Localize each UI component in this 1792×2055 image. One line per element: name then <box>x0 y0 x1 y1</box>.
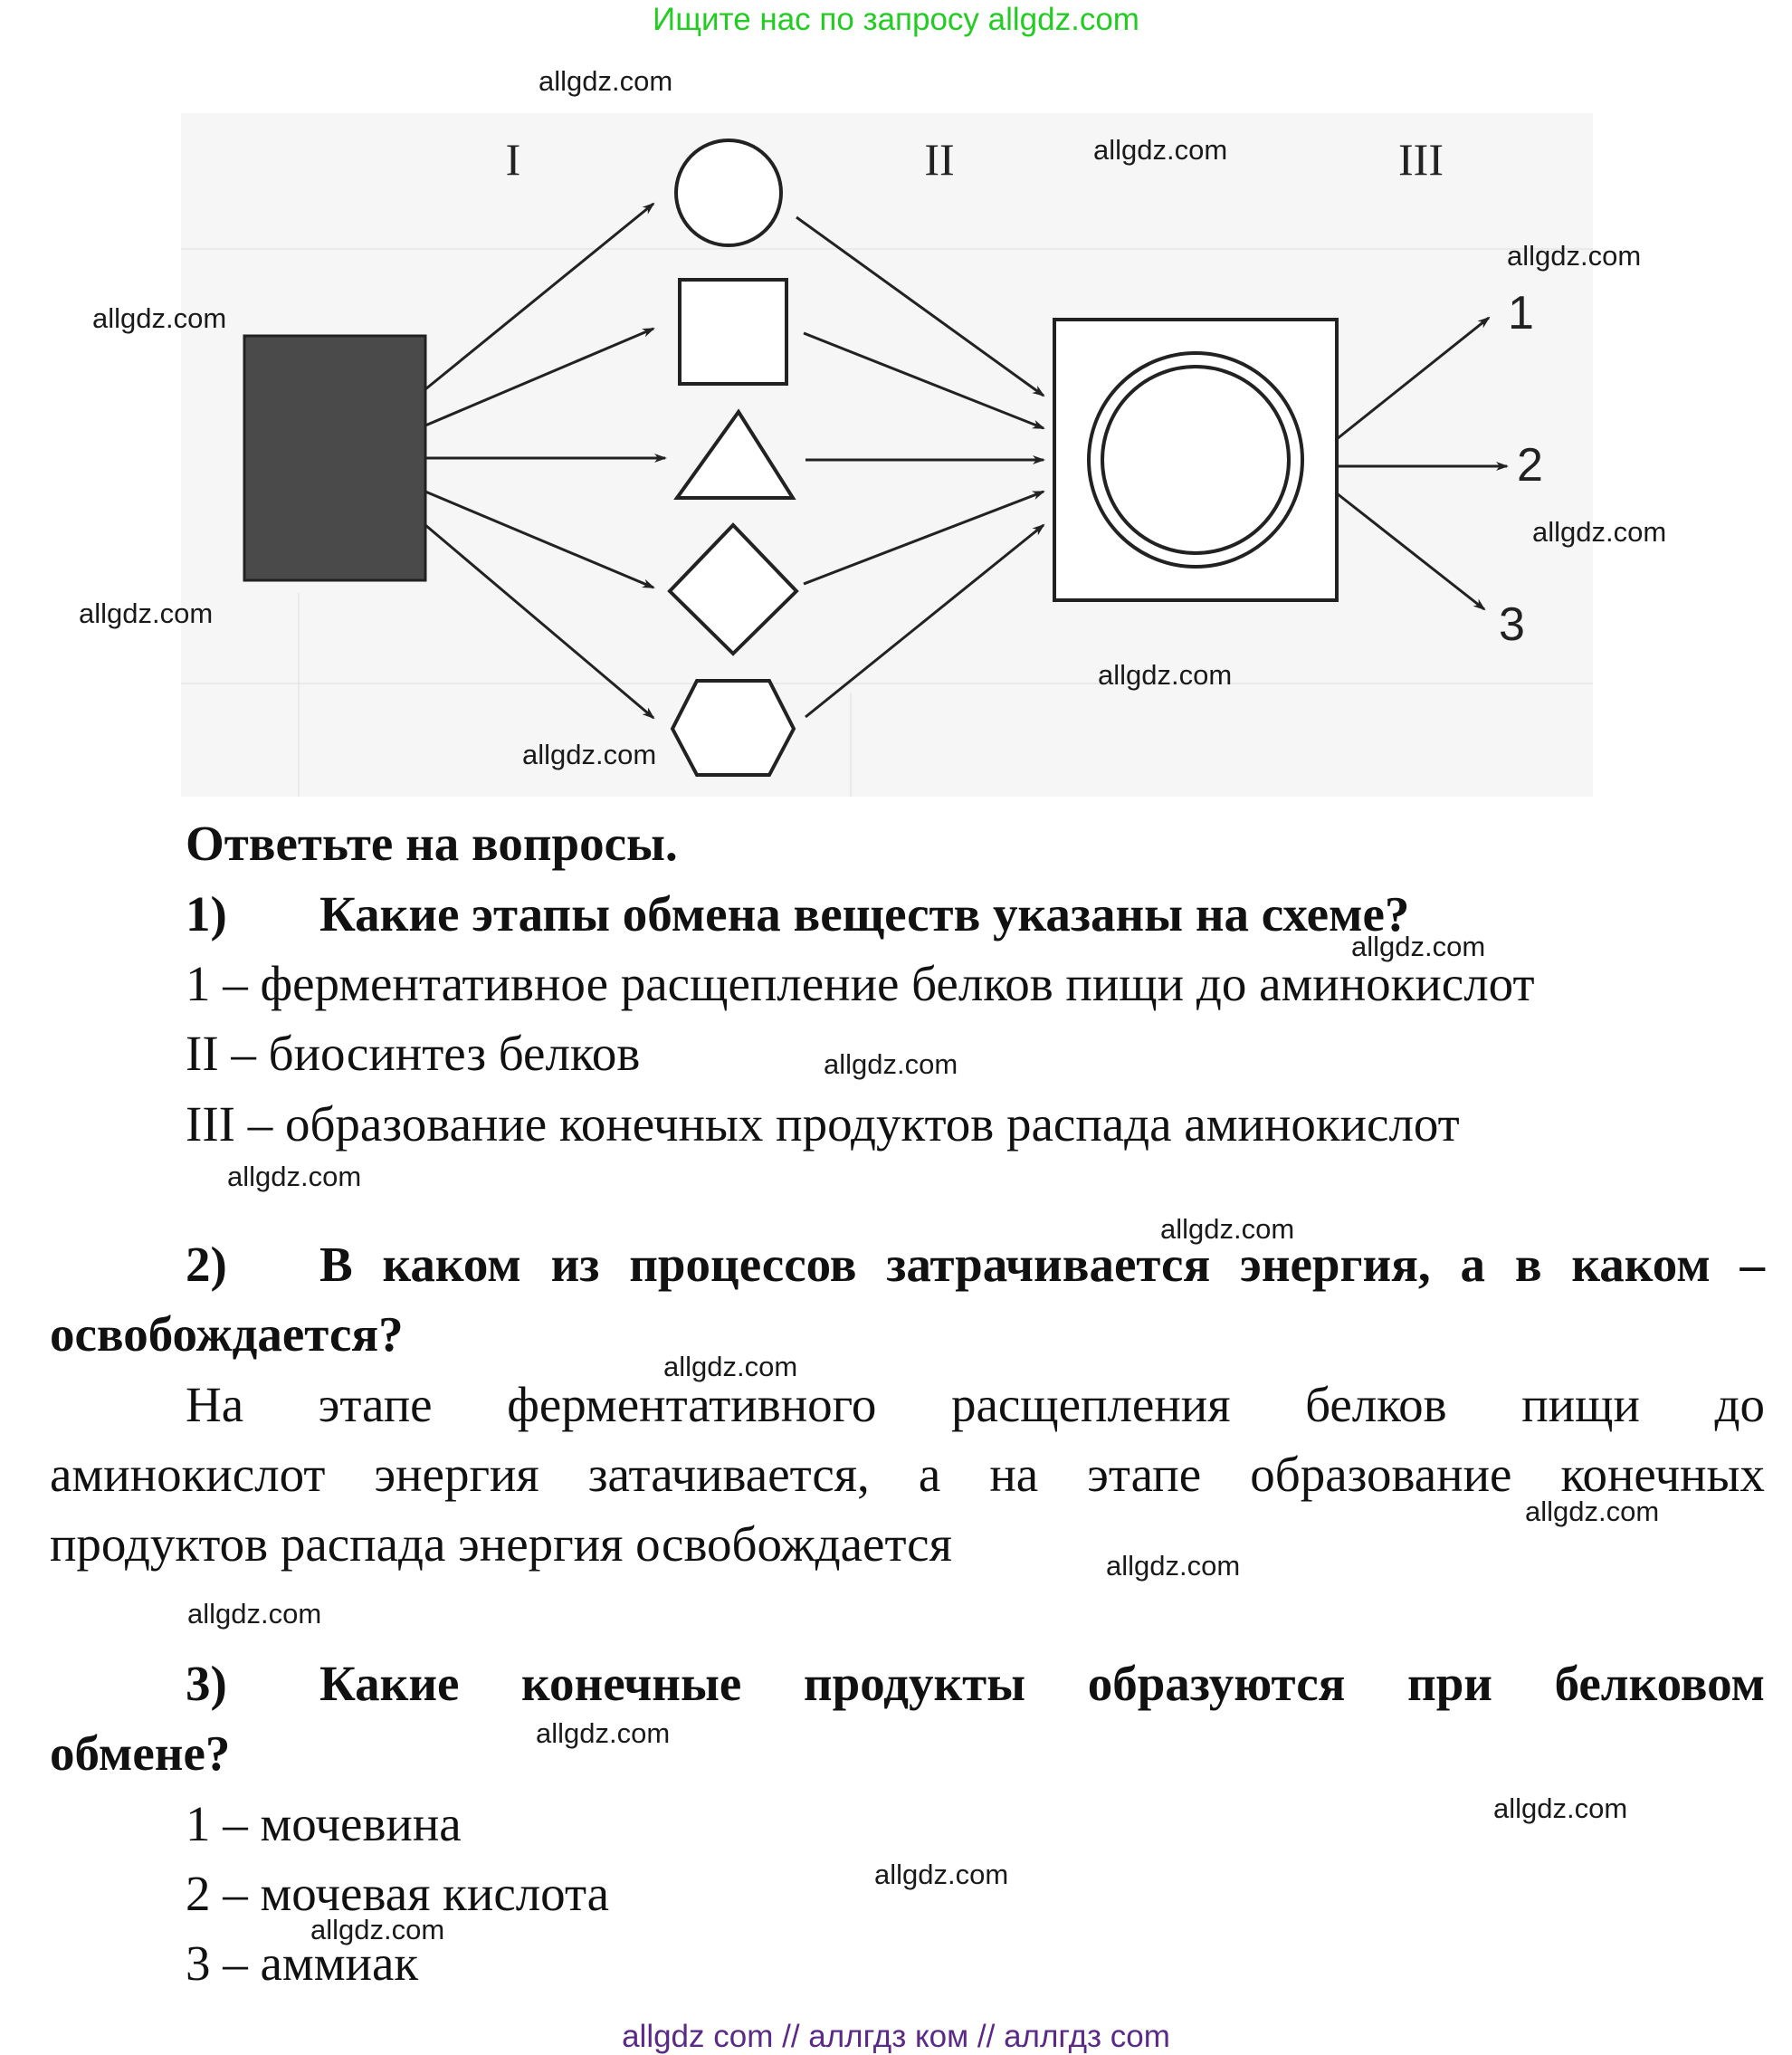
question-1-text: Какие этапы обмена веществ указаны на сх… <box>319 886 1410 941</box>
watermark: allgdz.com <box>874 1859 1009 1890</box>
cell-square <box>1053 318 1339 602</box>
cell-inner-ring <box>1101 365 1291 555</box>
question-3-text-1: Какие конечные продукты образуются при б… <box>319 1656 1765 1711</box>
hexagon-shape <box>670 679 796 777</box>
arrows-stage-iii <box>1336 316 1509 611</box>
watermark: allgdz.com <box>539 65 673 97</box>
arrows-stage-i <box>424 202 667 720</box>
watermark: allgdz.com <box>1525 1496 1660 1527</box>
watermark: allgdz.com <box>1493 1792 1628 1824</box>
output-label-2: 2 <box>1517 439 1543 492</box>
watermark: allgdz.com <box>1507 240 1642 272</box>
question-3-line-2: обмене? <box>50 1725 231 1781</box>
answer-1-line-3: III – образование конечных продуктов рас… <box>186 1096 1460 1152</box>
question-1-number: 1) <box>186 886 227 941</box>
question-2-line-1: 2) В каком из процессов затрачивается эне… <box>186 1236 1765 1294</box>
watermark: allgdz.com <box>824 1048 958 1080</box>
watermark: allgdz.com <box>1106 1550 1241 1582</box>
answer-2-line-3: продуктов распада энергия освобождается <box>50 1516 952 1572</box>
metabolism-scheme: I II III 1 2 3 <box>181 113 1593 797</box>
watermark: allgdz.com <box>1160 1213 1295 1245</box>
watermark: allgdz.com <box>1532 516 1667 548</box>
watermark: allgdz.com <box>227 1161 362 1192</box>
scan-artefacts <box>181 248 1593 797</box>
square-shape <box>678 278 788 386</box>
answer-1-line-2: II – биосинтез белков <box>186 1026 641 1081</box>
circle-shape <box>674 139 783 247</box>
watermark: allgdz.com <box>536 1717 671 1749</box>
diamond-shape <box>667 522 799 656</box>
question-3-number: 3) <box>186 1656 227 1711</box>
watermark: allgdz.com <box>1098 659 1233 691</box>
question-1: 1) Какие этапы обмена веществ указаны на … <box>186 885 1409 943</box>
question-2-line-2: освобождается? <box>50 1306 404 1362</box>
stage-label-ii: II <box>924 134 954 185</box>
watermark: allgdz.com <box>522 739 657 770</box>
answer-1-line-1: 1 – ферментативное расщепление белков пи… <box>186 956 1535 1011</box>
questions-title: Ответьте на вопросы. <box>186 816 678 871</box>
question-2-text-1: В каком из процессов затрачивается энерг… <box>319 1237 1765 1292</box>
answer-3-line-3: 3 – аммиак <box>186 1936 419 1991</box>
watermark: allgdz.com <box>187 1598 322 1630</box>
food-protein-block <box>243 334 427 582</box>
stage-label-iii: III <box>1398 134 1444 185</box>
watermark: allgdz.com <box>79 597 214 629</box>
footer-links[interactable]: allgdz com // аллгдз ком // аллгдз com <box>622 2019 1170 2054</box>
top-banner[interactable]: Ищите нас по запросу allgdz.com <box>653 2 1139 37</box>
triangle-shape <box>673 408 796 500</box>
output-label-1: 1 <box>1508 287 1534 339</box>
watermark: allgdz.com <box>1093 134 1228 166</box>
stage-label-i: I <box>506 134 521 185</box>
watermark: allgdz.com <box>92 302 227 334</box>
output-label-3: 3 <box>1499 598 1525 651</box>
question-3-line-1: 3) Какие конечные продукты образуются при… <box>186 1655 1765 1713</box>
watermark: allgdz.com <box>310 1914 445 1945</box>
answer-2-line-1: На этапе ферментативного расщепления бел… <box>186 1377 1765 1432</box>
watermark: allgdz.com <box>663 1351 798 1382</box>
arrows-stage-ii <box>796 215 1045 719</box>
cell-outer-ring <box>1087 351 1304 569</box>
watermark: allgdz.com <box>1351 931 1486 962</box>
answer-3-line-1: 1 – мочевина <box>186 1796 462 1851</box>
question-2-number: 2) <box>186 1237 227 1292</box>
answer-2-line-2: аминокислот энергия затачивается, а на э… <box>50 1447 1765 1502</box>
answer-3-line-2: 2 – мочевая кислота <box>186 1866 610 1921</box>
